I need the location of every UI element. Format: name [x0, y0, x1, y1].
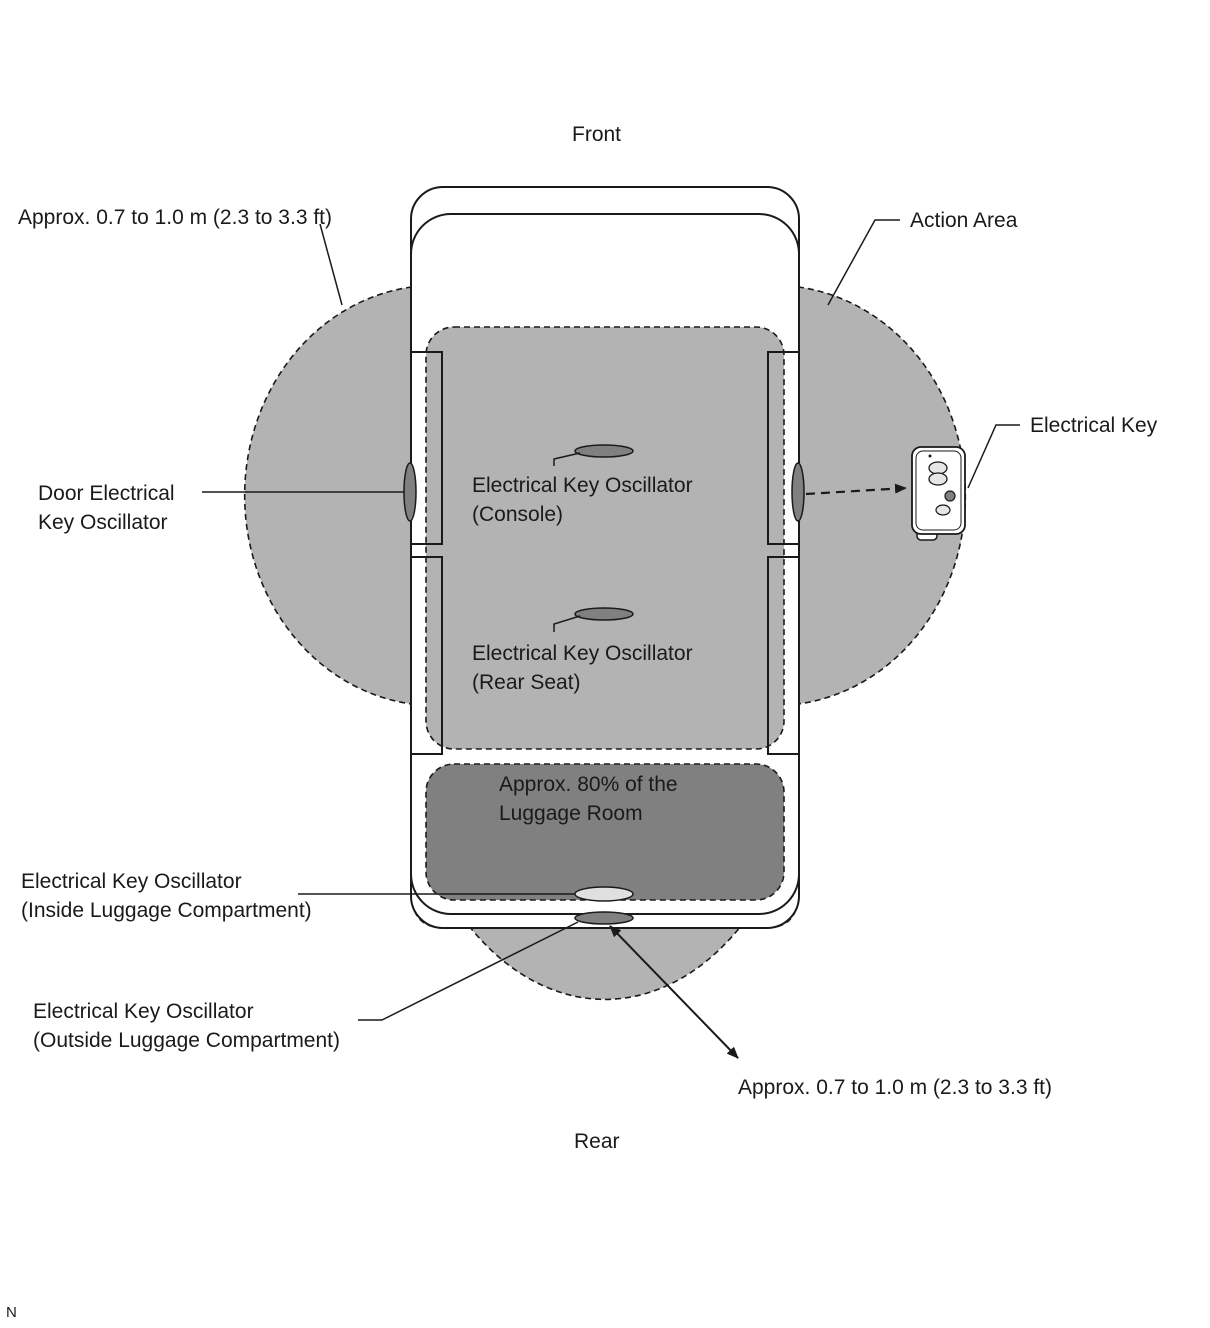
- rear-seat-oscillator: [574, 607, 634, 621]
- front-label: Front: [572, 123, 622, 146]
- luggage-room-label: Approx. 80% of the Luggage Room: [499, 773, 678, 825]
- outside-luggage-oscillator: [574, 911, 634, 925]
- action-area-label: Action Area: [910, 209, 1018, 232]
- left-door-oscillator: [403, 462, 417, 522]
- electrical-key-label: Electrical Key: [1030, 414, 1158, 437]
- outside-luggage-oscillator-label: Electrical Key Oscillator (Outside Lugga…: [33, 1000, 340, 1052]
- corner-code: N: [6, 1304, 17, 1321]
- front-distance-label: Approx. 0.7 to 1.0 m (2.3 to 3.3 ft): [18, 206, 332, 229]
- cabin-detection-area: [425, 326, 785, 750]
- right-action-area: [797, 286, 967, 705]
- inside-luggage-oscillator: [574, 886, 634, 902]
- console-oscillator-label: Electrical Key Oscillator (Console): [472, 474, 693, 526]
- rear-distance-arrow: [609, 925, 739, 1059]
- console-oscillator: [574, 444, 634, 458]
- electrical-key-icon: [911, 446, 966, 541]
- rear-label: Rear: [574, 1130, 620, 1153]
- rear-distance-label: Approx. 0.7 to 1.0 m (2.3 to 3.3 ft): [738, 1076, 1052, 1099]
- inside-luggage-oscillator-label: Electrical Key Oscillator (Inside Luggag…: [21, 870, 312, 922]
- left-action-area: [243, 286, 413, 705]
- door-oscillator-label: Door Electrical Key Oscillator: [38, 482, 175, 534]
- signal-arrow: [805, 483, 907, 496]
- rear-seat-oscillator-label: Electrical Key Oscillator (Rear Seat): [472, 642, 693, 694]
- right-door-oscillator: [791, 462, 805, 522]
